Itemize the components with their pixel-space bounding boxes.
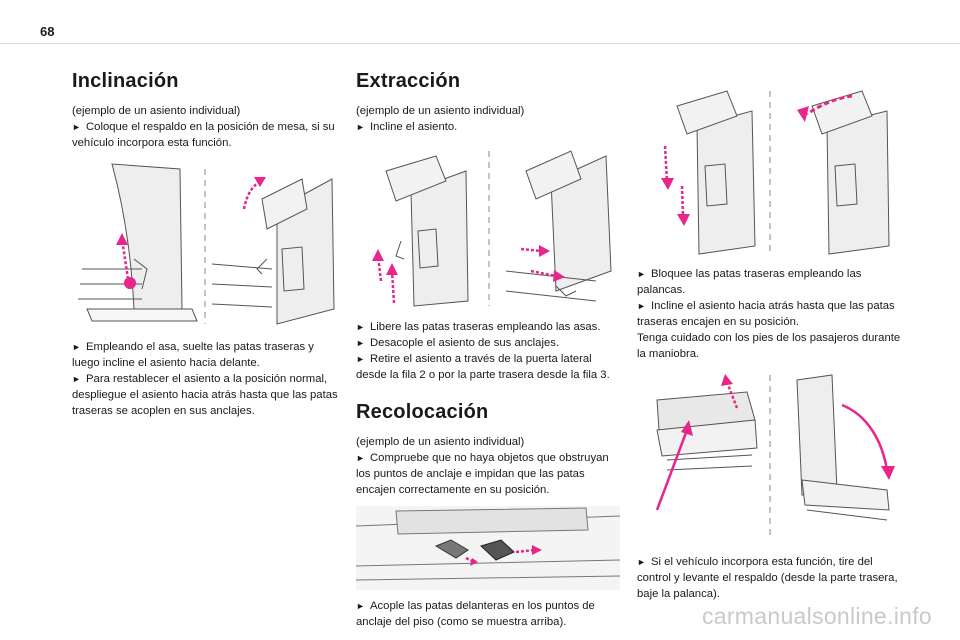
- section-title: Extracción: [356, 70, 461, 92]
- bullet-arrow-icon: ►: [72, 342, 81, 352]
- example-note: (ejemplo de un asiento individual): [356, 436, 525, 448]
- bullet-arrow-icon: ►: [637, 301, 646, 311]
- section-inclinacion: Inclinación (ejemplo de un asiento indiv…: [72, 70, 338, 419]
- example-note: (ejemplo de un asiento individual): [72, 105, 241, 117]
- bullet-arrow-icon: ►: [72, 122, 81, 132]
- bullet-item: ►Acople las patas delanteras en los punt…: [356, 600, 595, 628]
- bullet-item: ►Incline el asiento.: [356, 121, 458, 133]
- bullet-item: ►Compruebe que no haya objetos que obstr…: [356, 452, 609, 496]
- section-title-recolocacion: Recolocación: [356, 401, 489, 423]
- bullet-item: ►Empleando el asa, suelte las patas tras…: [72, 341, 314, 369]
- bullet-item: ►Incline el asiento hacia atrás hasta qu…: [637, 300, 895, 328]
- bullet-arrow-icon: ►: [637, 269, 646, 279]
- page-number: 68: [40, 24, 55, 39]
- bullet-arrow-icon: ►: [72, 374, 81, 384]
- bullet-item: ►Coloque el respaldo en la posición de m…: [72, 121, 335, 149]
- bullet-item: ►Bloquee las patas traseras empleando la…: [637, 268, 862, 296]
- illustration-remove-seat: [356, 141, 620, 313]
- section-bloqueo: ►Bloquee las patas traseras empleando la…: [637, 86, 907, 602]
- warning-text: Tenga cuidado con los pies de los pasaje…: [637, 332, 901, 360]
- bullet-item: ►Retire el asiento a través de la puerta…: [356, 353, 610, 381]
- example-note: (ejemplo de un asiento individual): [356, 105, 525, 117]
- header-divider: [0, 43, 960, 44]
- bullet-item: ►Para restablecer el asiento a la posici…: [72, 373, 338, 417]
- illustration-raise-backrest: [637, 370, 907, 546]
- bullet-arrow-icon: ►: [356, 122, 365, 132]
- bullet-arrow-icon: ►: [356, 601, 365, 611]
- section-extraccion: Extracción (ejemplo de un asiento indivi…: [356, 70, 620, 630]
- bullet-arrow-icon: ►: [356, 338, 365, 348]
- bullet-item: ►Desacople el asiento de sus anclajes.: [356, 337, 560, 349]
- illustration-tilt-seat: [72, 159, 338, 331]
- illustration-lock-legs: [637, 86, 907, 256]
- bullet-item: ►Si el vehículo incorpora esta función, …: [637, 556, 898, 600]
- bullet-arrow-icon: ►: [356, 453, 365, 463]
- watermark-text: carmanualsonline.info: [701, 603, 932, 629]
- illustration-floor-anchors: [356, 506, 620, 590]
- bullet-arrow-icon: ►: [356, 322, 365, 332]
- bullet-arrow-icon: ►: [637, 557, 646, 567]
- bullet-item: ►Libere las patas traseras empleando las…: [356, 321, 601, 333]
- bullet-arrow-icon: ►: [356, 354, 365, 364]
- section-title: Inclinación: [72, 70, 179, 92]
